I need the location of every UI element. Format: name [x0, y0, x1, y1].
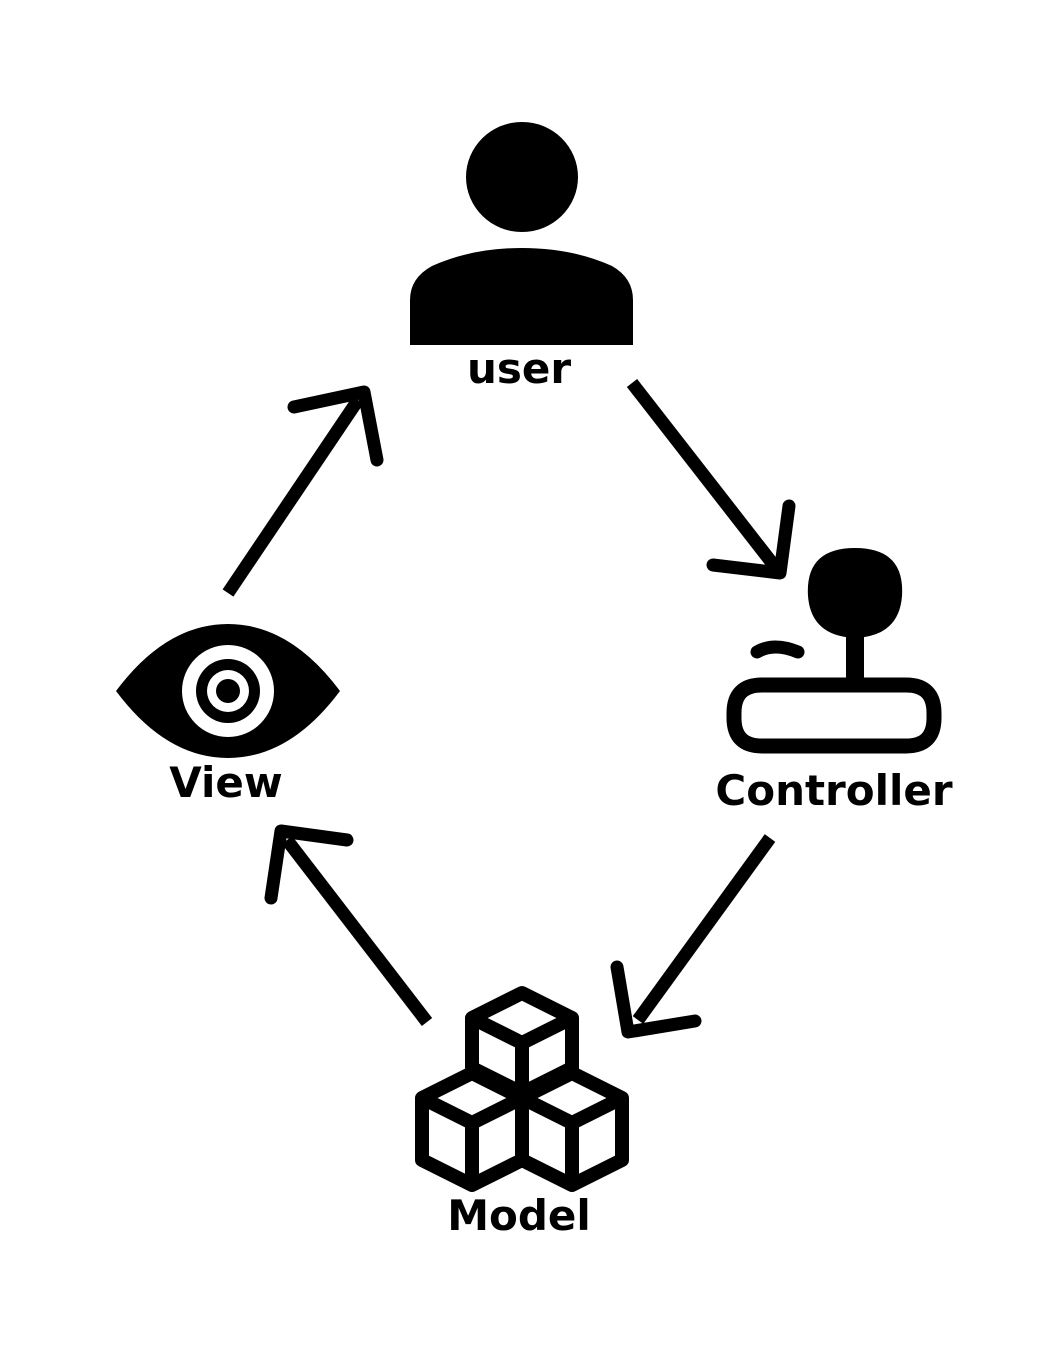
node-model: Model	[415, 986, 629, 1240]
arrow-view-to-user	[222, 385, 384, 597]
cubes-icon	[415, 986, 629, 1192]
user-icon	[410, 122, 633, 345]
node-view: View	[116, 624, 340, 807]
eye-icon	[116, 624, 340, 758]
arrow-model-to-view	[264, 824, 433, 1026]
arrow-user-to-controller	[626, 379, 796, 580]
node-label-view: View	[169, 758, 282, 807]
node-controller: Controller	[715, 548, 953, 815]
node-user: user	[410, 122, 633, 393]
arrow-controller-to-model	[610, 834, 776, 1039]
node-label-user: user	[467, 344, 571, 393]
node-label-controller: Controller	[715, 766, 953, 815]
node-label-model: Model	[447, 1191, 591, 1240]
joystick-icon	[726, 548, 942, 754]
